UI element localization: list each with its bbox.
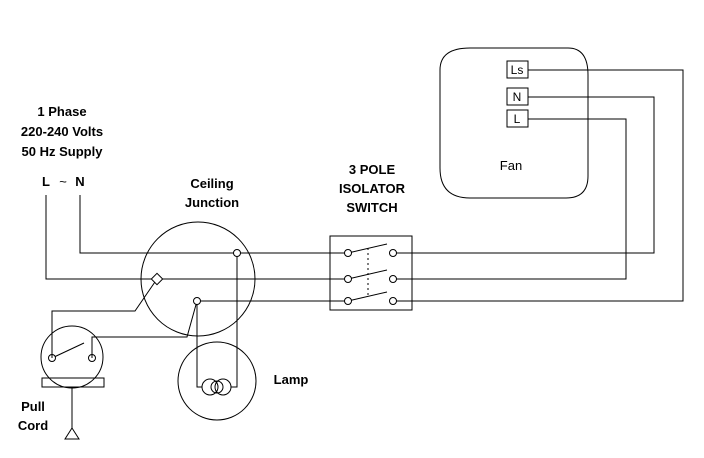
isolator-label-2: ISOLATOR [339,181,406,196]
isolator-label-3: SWITCH [346,200,397,215]
junction-terminal-live [150,272,164,286]
pull-cord-handle-icon [64,427,80,440]
isolator-pole-3-out [389,297,397,305]
junction-terminal-neutral [233,249,241,257]
wire-neutral-to-lamp [231,253,238,388]
supply-label-voltage: 220-240 Volts [21,124,103,139]
pull-cord-switch-base [41,377,105,388]
fan-terminal-n: N [513,90,522,104]
fan-terminal-ls: Ls [511,63,524,77]
wire-switched-to-fan [393,69,684,302]
wire-live-supply [45,195,157,280]
fan-terminal-l: L [514,112,521,126]
supply-tilde: ~ [59,174,67,189]
ceiling-junction-label-1: Ceiling [190,176,233,191]
wire-live-to-pull-cord [51,278,158,358]
supply-terminal-l: L [42,174,50,189]
lamp-label: Lamp [274,372,309,387]
isolator-switch-box [329,235,413,311]
junction-terminal-switched [193,297,201,305]
lamp-filament-core [210,380,224,394]
wire-switched-to-lamp [196,301,202,388]
fan-label: Fan [500,158,522,173]
isolator-pole-1-in [344,249,352,257]
wire-neutral-to-fan [393,96,655,254]
pull-cord-label-1: Pull [21,399,45,414]
wire-pull-cord-to-junction [91,300,198,358]
isolator-pole-1-out [389,249,397,257]
supply-label-phase: 1 Phase [37,104,86,119]
fan-enclosure [439,47,589,199]
isolator-pole-2-in [344,275,352,283]
isolator-pole-3-in [344,297,352,305]
supply-terminal-n: N [75,174,84,189]
isolator-pole-2-out [389,275,397,283]
lamp-enclosure [177,341,257,421]
ceiling-junction-label-2: Junction [185,195,239,210]
isolator-label-1: 3 POLE [349,162,396,177]
pull-cord-switch-lever [51,342,85,359]
wire-live-to-fan [393,118,627,280]
pull-cord-label-2: Cord [18,418,48,433]
supply-label-frequency: 50 Hz Supply [22,144,104,159]
wire-neutral-supply [79,195,237,254]
isolator-pole-3-blade [347,291,388,302]
